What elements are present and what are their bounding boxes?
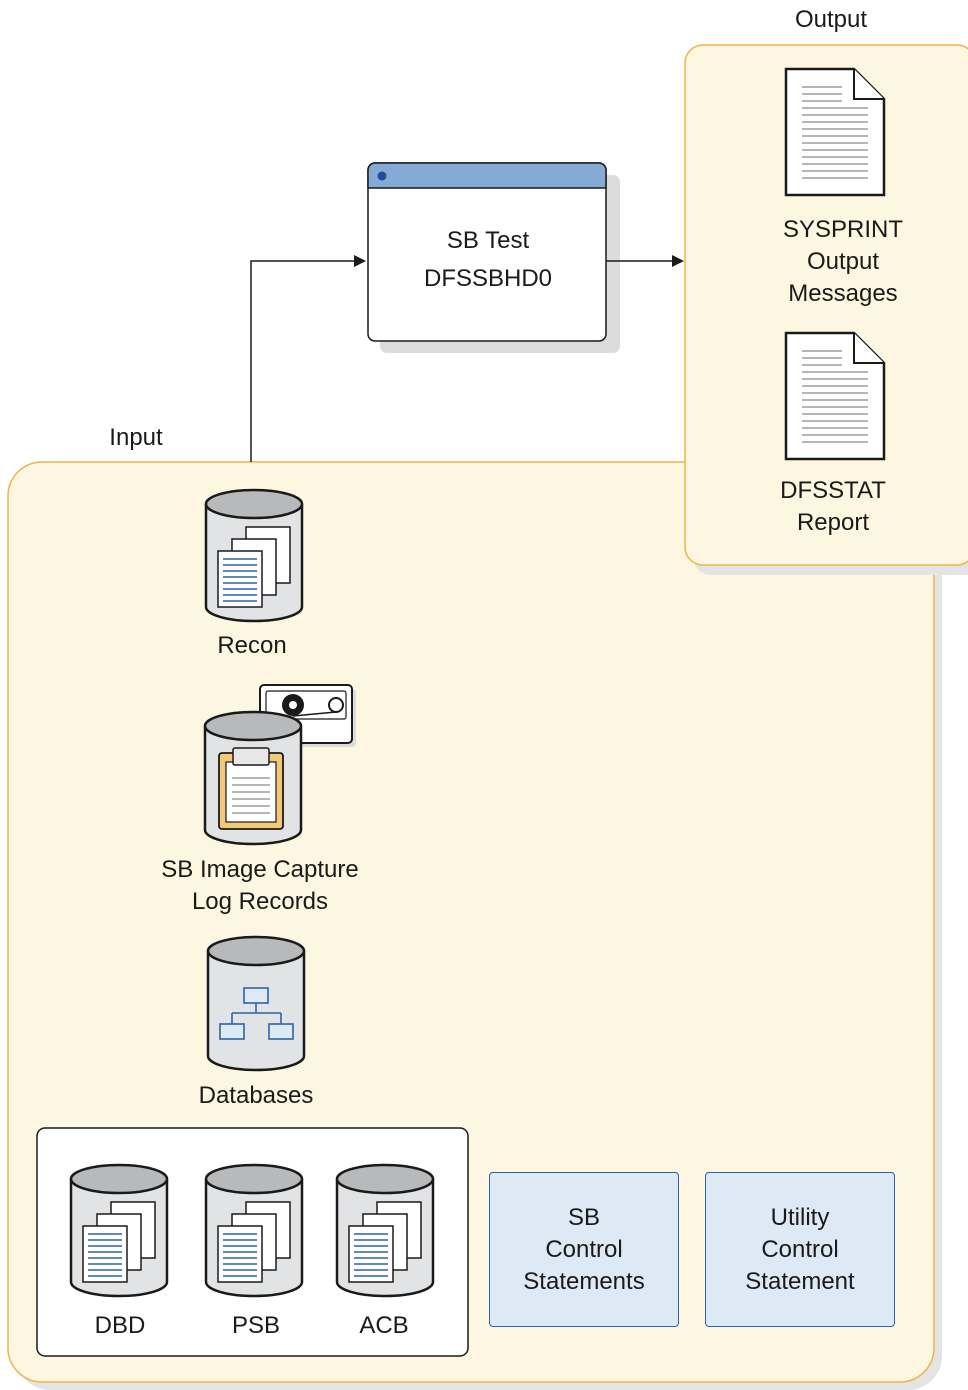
utility-control-statement-box: Utility Control Statement	[705, 1172, 895, 1327]
program-module: DFSSBHD0	[423, 265, 553, 292]
database-documents-icon	[204, 488, 304, 623]
output-label-line: Report	[796, 509, 870, 536]
input-title: Input	[109, 424, 163, 451]
database-documents-icon	[69, 1163, 169, 1298]
output-panel	[684, 44, 968, 566]
control-label-line: Control	[545, 1235, 623, 1263]
database-documents-icon	[204, 1163, 304, 1298]
control-label-line: Statements	[523, 1267, 645, 1295]
input-to-program-arrow	[250, 255, 366, 462]
program-title-bar	[367, 162, 607, 189]
dfsstat-label: DFSSTAT Report	[723, 475, 943, 539]
output-label-line: Output	[806, 248, 880, 275]
database-hierarchy-icon	[206, 935, 306, 1072]
sb-control-statements-box: SB Control Statements	[489, 1172, 679, 1327]
control-label-line: Utility	[770, 1203, 830, 1231]
database-documents-icon	[335, 1163, 435, 1298]
program-name: SB Test	[446, 227, 530, 254]
recon-label: Recon	[217, 632, 287, 659]
databases-label: Databases	[198, 1082, 314, 1109]
sysprint-label: SYSPRINT Output Messages	[733, 214, 953, 310]
output-title: Output	[794, 6, 868, 33]
acb-label: ACB	[359, 1312, 409, 1339]
window-dot-icon	[377, 171, 387, 181]
database-clipboard-tape-icon	[203, 710, 303, 846]
dbd-label: DBD	[94, 1312, 146, 1339]
control-label-line: Statement	[745, 1267, 855, 1295]
document-icon	[784, 331, 886, 461]
control-label-line: SB	[567, 1203, 600, 1231]
output-label-line: SYSPRINT	[782, 216, 904, 243]
control-label-line: Control	[761, 1235, 839, 1263]
output-label-line: DFSSTAT	[780, 477, 886, 504]
program-label: SB Test DFSSBHD0	[368, 222, 608, 298]
output-label-line: Messages	[788, 280, 898, 307]
document-icon	[784, 67, 886, 197]
image-capture-label-line: Log Records	[191, 888, 329, 915]
psb-label: PSB	[231, 1312, 281, 1339]
image-capture-label-line: SB Image Capture	[161, 856, 359, 883]
image-capture-label: SB Image Capture Log Records	[110, 854, 410, 918]
